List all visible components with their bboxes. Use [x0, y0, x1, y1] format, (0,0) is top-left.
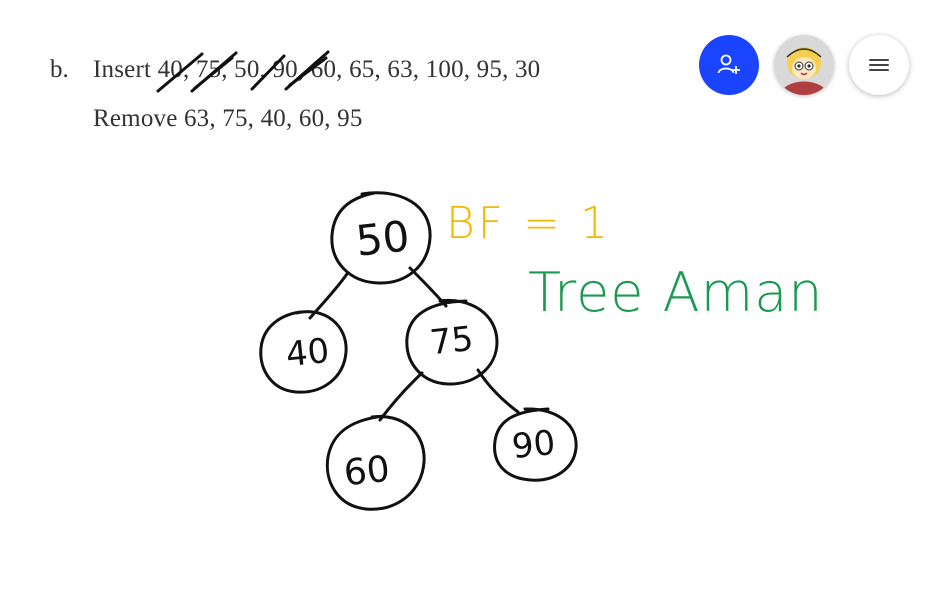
menu-button[interactable] — [849, 35, 909, 95]
hamburger-menu-icon — [869, 59, 889, 71]
balance-factor-note: BF = 1 — [446, 198, 611, 249]
node-circle-90 — [493, 407, 578, 482]
add-user-icon — [717, 54, 740, 74]
node-90: 90 — [510, 422, 558, 468]
tree-title-note: Tree Aman — [528, 261, 824, 324]
strike-mark — [288, 56, 328, 87]
edge-50-40 — [308, 272, 349, 320]
node-75: 75 — [428, 318, 476, 364]
node-circle-50 — [330, 191, 432, 285]
strike-mark — [156, 52, 204, 93]
user-avatar-button[interactable] — [774, 35, 834, 95]
node-circle-40 — [259, 310, 348, 394]
strike-mark — [250, 54, 286, 91]
node-40: 40 — [284, 330, 332, 376]
remove-line: Remove 63, 75, 40, 60, 95 — [93, 105, 363, 132]
strike-mark — [193, 56, 234, 90]
node-60: 60 — [341, 448, 392, 495]
node-circle-60 — [325, 414, 426, 511]
edge-75-90 — [476, 368, 520, 414]
problem-label: b. — [50, 56, 69, 83]
invite-user-button[interactable] — [699, 35, 759, 95]
edge-75-60 — [378, 371, 424, 422]
edge-50-75 — [408, 266, 448, 308]
user-avatar — [774, 35, 834, 95]
node-50: 50 — [353, 211, 412, 266]
node-circle-75 — [405, 298, 499, 386]
